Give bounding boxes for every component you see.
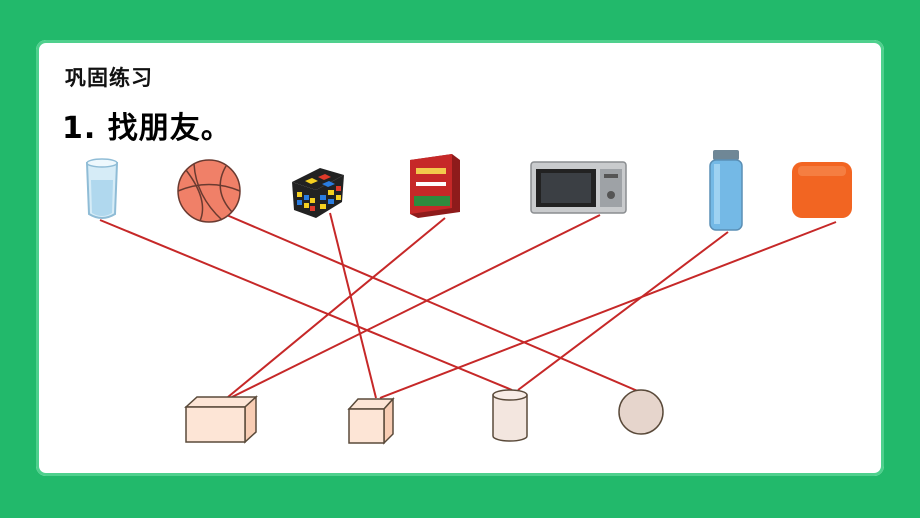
line-orange-cube-to-cube xyxy=(379,221,837,399)
line-glass-to-cylinder xyxy=(99,219,513,391)
section-title: 巩固练习 xyxy=(65,66,153,90)
rubiks-cube-icon xyxy=(292,168,344,218)
line-dictionary-to-cuboid xyxy=(227,217,446,398)
dictionary-icon xyxy=(410,154,460,218)
microwave-icon xyxy=(530,161,627,214)
question-text: 1. 找朋友。 xyxy=(62,111,232,146)
matching-lines xyxy=(99,209,837,399)
cube-solid xyxy=(347,397,395,445)
line-rubik-to-cube xyxy=(329,212,377,399)
glass-cup-icon xyxy=(85,158,119,219)
cylinder-solid xyxy=(492,389,528,442)
basketball-icon xyxy=(177,159,241,223)
line-microwave-to-cuboid xyxy=(231,214,601,398)
cuboid-solid xyxy=(184,395,258,444)
sphere-solid xyxy=(618,389,664,435)
line-thermos-to-cylinder xyxy=(517,231,729,391)
thermos-icon xyxy=(709,150,743,231)
orange-cube-icon xyxy=(792,162,852,218)
